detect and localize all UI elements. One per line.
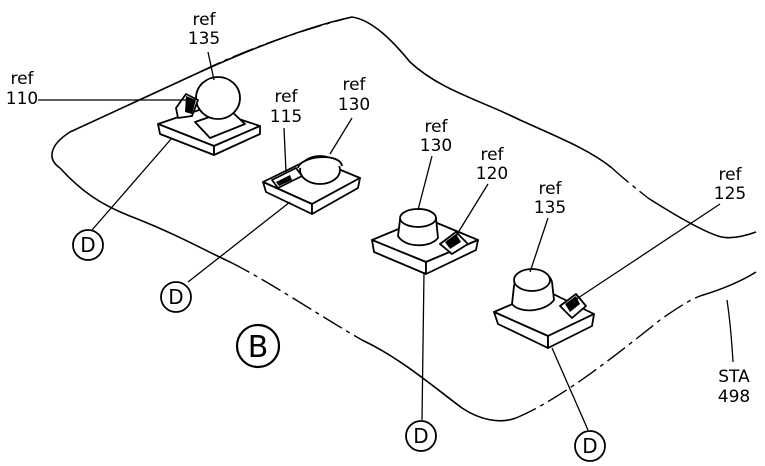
fitting-part-3 xyxy=(371,208,479,275)
ref-120-word: ref xyxy=(480,145,504,165)
leader-135a xyxy=(207,51,215,81)
panel-outline-right xyxy=(647,197,757,239)
panel-dashed-top xyxy=(199,16,353,73)
ref-115-word: ref xyxy=(274,87,298,107)
svg-text:D: D xyxy=(168,285,183,309)
fitting-part-1 xyxy=(157,76,261,156)
leader-d2 xyxy=(187,201,291,283)
ref-130b-num: 130 xyxy=(420,136,452,156)
ref-110-num: 110 xyxy=(6,89,38,109)
ref-120-num: 120 xyxy=(476,164,508,184)
detail-marker-d3: D xyxy=(405,420,437,452)
sta-leader-line xyxy=(726,299,734,363)
fitting-part-2 xyxy=(262,155,361,215)
panel-dashed-bottom-right xyxy=(515,295,701,419)
ref-130a-word: ref xyxy=(342,75,366,95)
leader-130a xyxy=(329,117,353,155)
svg-text:D: D xyxy=(80,233,95,257)
ref-125-word: ref xyxy=(718,165,742,185)
ref-130a-num: 130 xyxy=(338,95,370,115)
svg-text:D: D xyxy=(582,434,597,458)
panel-dashed-lower xyxy=(229,261,363,341)
panel-outline-topright xyxy=(351,16,613,169)
ref-130b-word: ref xyxy=(424,117,448,137)
panel-dashed-right xyxy=(611,167,649,199)
ref-125-num: 125 xyxy=(714,184,746,204)
fitting-part-4 xyxy=(493,268,595,349)
detail-marker-d2: D xyxy=(160,281,192,313)
leader-130b xyxy=(417,155,433,211)
leader-d1 xyxy=(91,137,173,231)
station-label-num: 498 xyxy=(718,387,750,407)
panel-outline-lower-left xyxy=(59,167,231,263)
leader-125 xyxy=(571,203,721,303)
leader-135b xyxy=(529,217,549,273)
view-marker-b: B xyxy=(235,323,281,369)
svg-text:D: D xyxy=(413,424,428,448)
panel-outline-bottom xyxy=(361,339,517,422)
leader-d3 xyxy=(421,271,425,421)
ref-135a-num: 135 xyxy=(188,29,220,49)
ref-115-num: 115 xyxy=(270,107,302,127)
leader-d4 xyxy=(551,347,589,431)
ref-135b-num: 135 xyxy=(534,198,566,218)
panel-outline-bottom-right xyxy=(699,271,757,297)
leader-120 xyxy=(455,183,489,237)
station-label-word: STA xyxy=(718,367,750,387)
ref-135b-word: ref xyxy=(538,179,562,199)
detail-marker-d4: D xyxy=(574,430,606,462)
leader-115 xyxy=(283,127,287,173)
ref-110-word: ref xyxy=(10,69,34,89)
ref-135a-word: ref xyxy=(192,10,216,30)
detail-marker-d1: D xyxy=(72,229,104,261)
svg-text:B: B xyxy=(248,330,269,365)
